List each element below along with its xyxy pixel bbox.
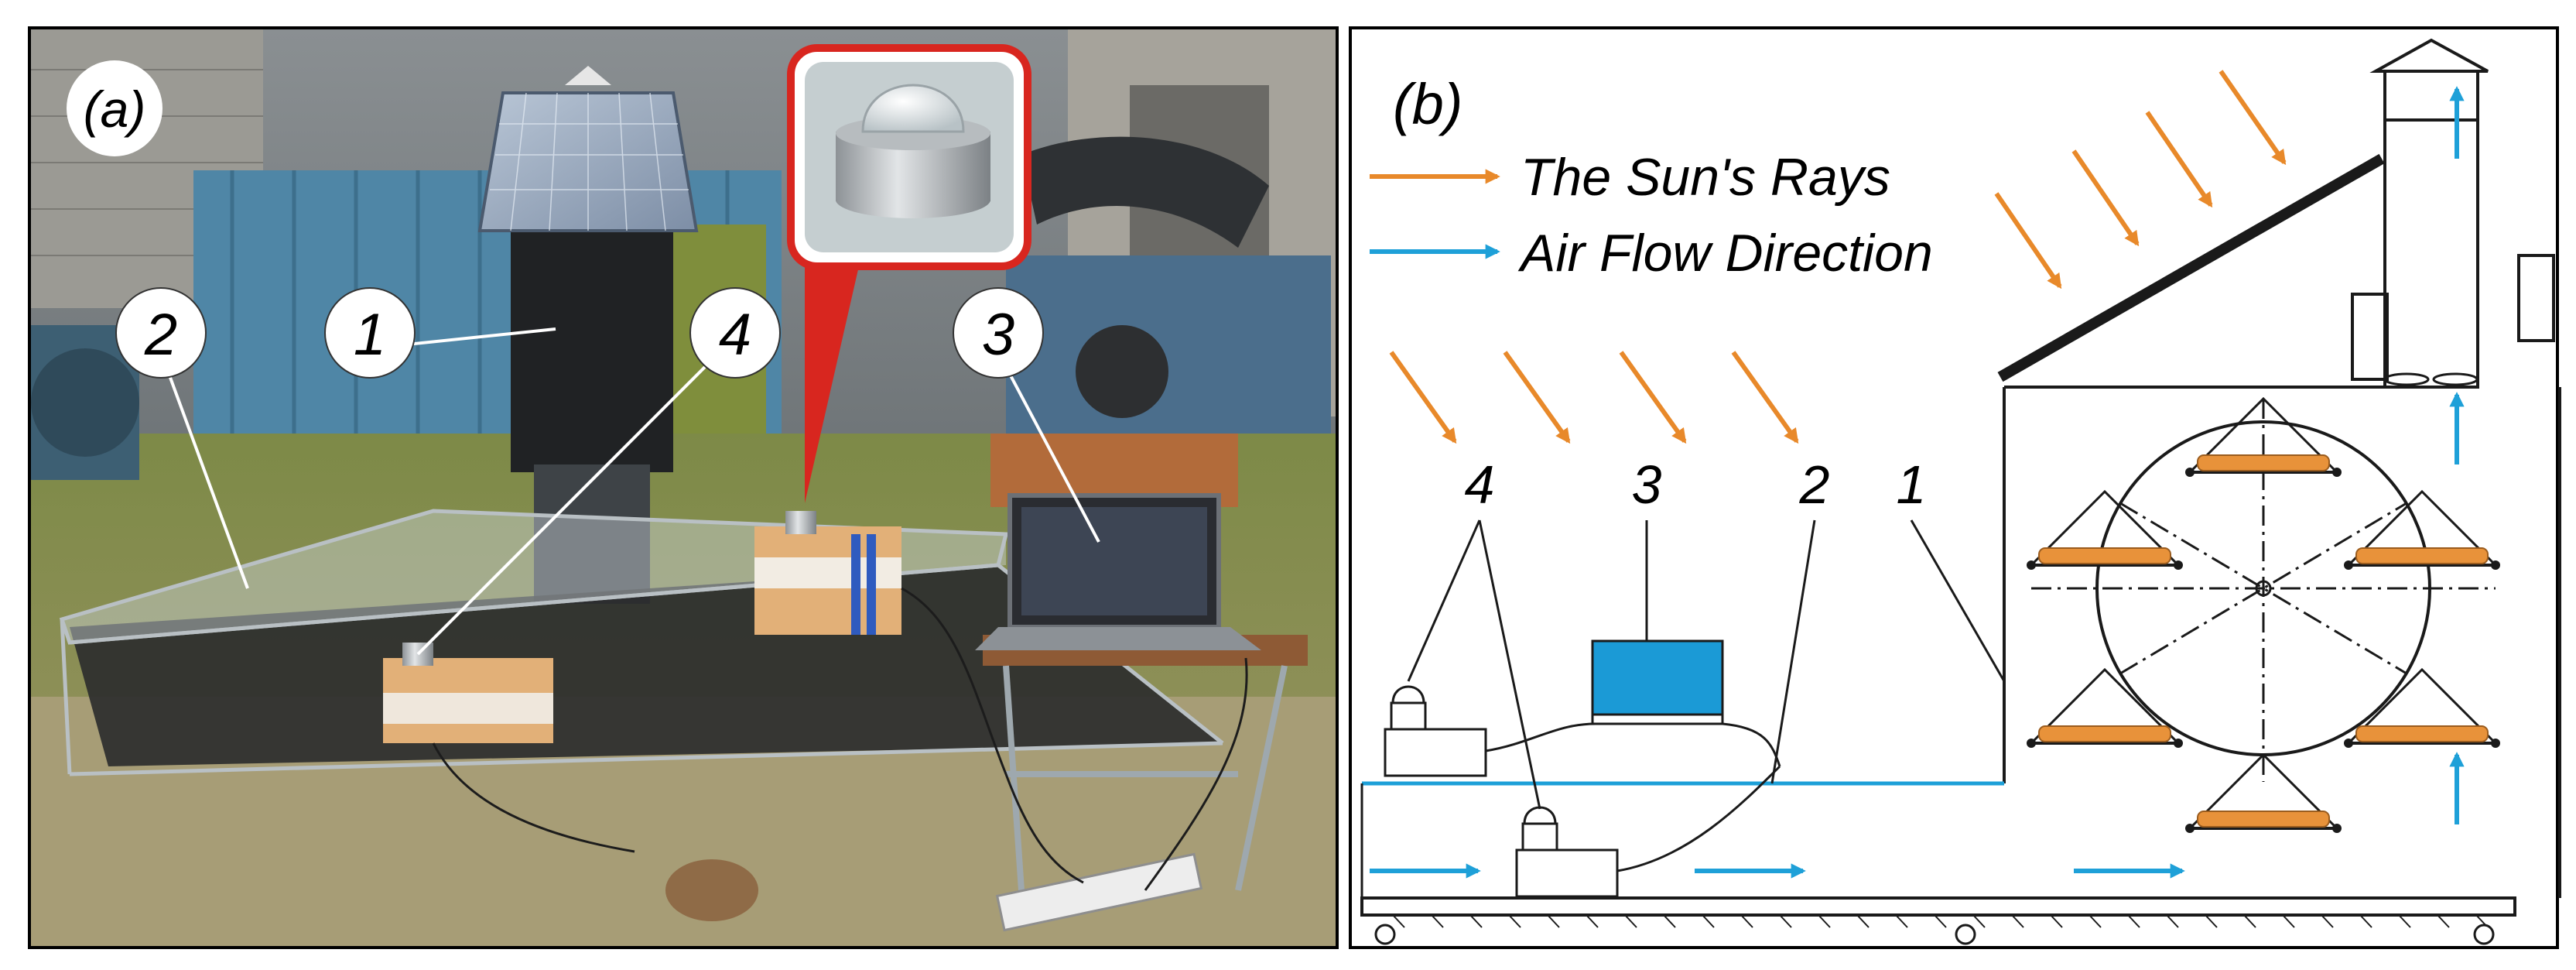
tray xyxy=(2344,667,2500,748)
svg-text:4: 4 xyxy=(719,302,751,368)
label-4: 4 xyxy=(1465,454,1495,515)
legend: The Sun's Rays Air Flow Direction xyxy=(1370,148,1933,283)
panel-b-diagram xyxy=(1349,26,2559,949)
sun-ray xyxy=(1503,351,1571,444)
sun-ray xyxy=(1731,351,1799,444)
sensor-upper xyxy=(1384,685,1487,777)
marker-4: 4 xyxy=(689,287,781,379)
svg-text:2: 2 xyxy=(144,302,177,368)
marker-1: 1 xyxy=(324,287,416,379)
drying-chamber xyxy=(1997,38,2561,898)
cables xyxy=(1485,722,1781,872)
sun-ray xyxy=(2145,111,2213,208)
tray xyxy=(2344,489,2500,570)
marker-3: 3 xyxy=(953,287,1044,379)
leader-lines xyxy=(1407,519,2006,810)
label-1: 1 xyxy=(1897,454,1927,515)
pyranometer-inset xyxy=(787,44,1031,503)
tray xyxy=(2185,752,2342,833)
wheel xyxy=(1955,924,1976,945)
drying-trays xyxy=(2027,396,2500,833)
marker-2: 2 xyxy=(115,287,207,379)
base-frame xyxy=(1360,896,2516,945)
solar-roof-panel xyxy=(1997,153,2385,382)
panel-a-markers xyxy=(159,327,1100,656)
tray xyxy=(2027,667,2183,748)
legend-air-label: Air Flow Direction xyxy=(1517,224,1933,283)
sun-ray xyxy=(1389,351,1457,444)
panel-a-label-badge: (a) xyxy=(67,60,162,156)
sun-ray xyxy=(1619,351,1687,444)
sun-ray xyxy=(1994,192,2062,290)
tray xyxy=(2027,489,2183,570)
sun-ray xyxy=(2219,70,2287,166)
wheel xyxy=(2473,924,2495,945)
legend-sun-label: The Sun's Rays xyxy=(1521,148,1890,207)
laptop-schematic xyxy=(1591,639,1724,725)
panel-a-photo xyxy=(28,26,1339,949)
label-2: 2 xyxy=(1799,454,1830,515)
diagram-numbers: 4 3 2 1 xyxy=(1465,454,1927,515)
panel-b-label: (b) xyxy=(1393,72,1462,136)
tray xyxy=(2185,396,2342,477)
svg-text:3: 3 xyxy=(982,302,1014,368)
svg-text:1: 1 xyxy=(354,302,386,368)
sensor-lower xyxy=(1515,806,1619,898)
sun-ray xyxy=(2071,149,2140,247)
panel-a-label: (a) xyxy=(84,81,146,138)
wheel xyxy=(1374,924,1396,945)
sun-rays xyxy=(1389,70,2287,444)
air-flow-arrows xyxy=(1370,86,2465,879)
air-collector xyxy=(1360,781,2004,898)
label-3: 3 xyxy=(1632,454,1662,515)
